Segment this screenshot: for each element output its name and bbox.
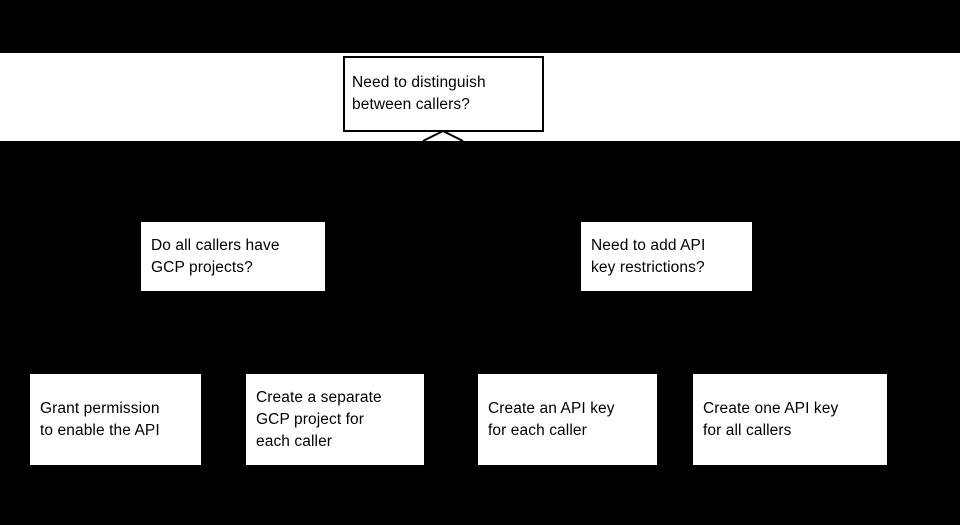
outcome-node-one-api-key: Create one API key for all callers [693, 374, 887, 465]
decision-node-label: Do all callers have GCP projects? [151, 236, 280, 276]
outcome-node-separate-gcp-project: Create a separate GCP project for each c… [246, 374, 424, 465]
branch-split-icon [422, 129, 464, 142]
decision-node-distinguish-callers: Need to distinguish between callers? [343, 56, 544, 132]
outcome-node-grant-permission: Grant permission to enable the API [30, 374, 201, 465]
decision-node-key-restrictions: Need to add API key restrictions? [581, 222, 752, 291]
decision-node-gcp-projects: Do all callers have GCP projects? [141, 222, 325, 291]
decision-node-label: Need to distinguish between callers? [352, 74, 486, 113]
outcome-node-label: Grant permission to enable the API [40, 399, 160, 439]
outcome-node-label: Create one API key for all callers [703, 399, 839, 439]
decision-node-label: Need to add API key restrictions? [591, 236, 706, 276]
outcome-node-api-key-each-caller: Create an API key for each caller [478, 374, 657, 465]
outcome-node-label: Create an API key for each caller [488, 399, 615, 439]
outcome-node-label: Create a separate GCP project for each c… [256, 388, 382, 450]
